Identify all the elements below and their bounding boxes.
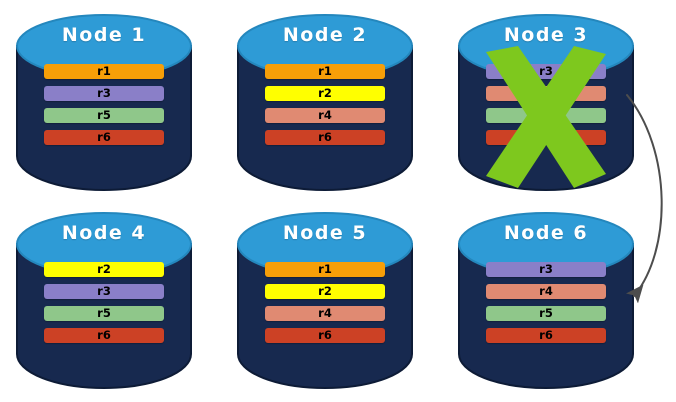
record-bar[interactable]: r6 — [44, 328, 164, 343]
record-bar[interactable]: r5 — [486, 306, 606, 321]
record-bar[interactable]: r3 — [486, 262, 606, 277]
record-bar[interactable]: r3 — [44, 284, 164, 299]
record-bar[interactable]: r5 — [486, 108, 606, 123]
record-bar[interactable]: r4 — [486, 86, 606, 101]
record-list: r3 r4 r5 r6 — [486, 64, 606, 152]
record-bar[interactable]: r6 — [486, 328, 606, 343]
record-bar[interactable]: r6 — [486, 130, 606, 145]
record-list: r1 r3 r5 r6 — [44, 64, 164, 152]
record-list: r1 r2 r4 r6 — [265, 64, 385, 152]
record-bar[interactable]: r5 — [44, 306, 164, 321]
record-bar[interactable]: r6 — [44, 130, 164, 145]
record-bar[interactable]: r1 — [265, 262, 385, 277]
record-list: r3 r4 r5 r6 — [486, 262, 606, 350]
record-bar[interactable]: r4 — [265, 108, 385, 123]
record-bar[interactable]: r4 — [265, 306, 385, 321]
record-bar[interactable]: r6 — [265, 130, 385, 145]
record-bar[interactable]: r2 — [44, 262, 164, 277]
record-bar[interactable]: r1 — [265, 64, 385, 79]
record-bar[interactable]: r3 — [44, 86, 164, 101]
record-bar[interactable]: r4 — [486, 284, 606, 299]
record-list: r1 r2 r4 r6 — [265, 262, 385, 350]
record-bar[interactable]: r2 — [265, 86, 385, 101]
record-bar[interactable]: r6 — [265, 328, 385, 343]
record-bar[interactable]: r5 — [44, 108, 164, 123]
record-bar[interactable]: r2 — [265, 284, 385, 299]
record-bar[interactable]: r3 — [486, 64, 606, 79]
record-bar[interactable]: r1 — [44, 64, 164, 79]
record-list: r2 r3 r5 r6 — [44, 262, 164, 350]
